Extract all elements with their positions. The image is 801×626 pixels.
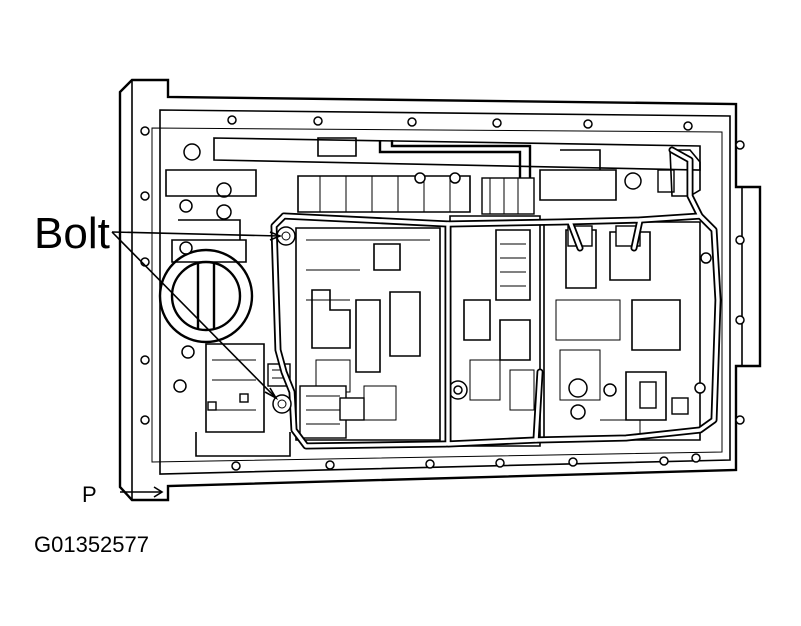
perimeter-bolt-holes: [140, 115, 745, 471]
bolt-label: Bolt: [34, 209, 110, 258]
top-valve-section: [213, 137, 701, 215]
view-direction-label: P: [82, 482, 97, 507]
view-arrow: [120, 486, 164, 498]
figure-code: G01352577: [34, 532, 149, 557]
solenoid-connectors: [267, 149, 701, 439]
wiring-harness: [270, 146, 722, 450]
bolt-leader-lines: [111, 231, 283, 401]
transmission-case-outline: [118, 78, 762, 502]
